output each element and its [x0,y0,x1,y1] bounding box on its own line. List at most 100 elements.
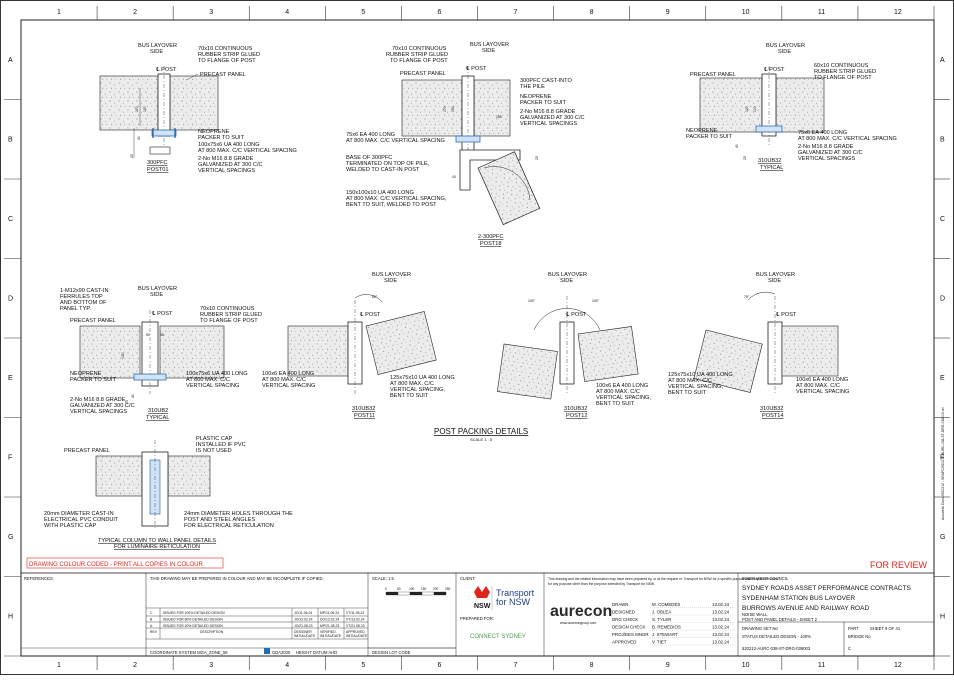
svg-text:100: 100 [753,106,757,112]
revision-cell: MP/21.08.23 [320,624,339,628]
packing-scale: SCALE 1 : 5 [470,437,493,442]
council: INNER WEST COUNCIL [742,576,789,581]
svg-text:25: 25 [125,400,129,404]
references-label: REFERENCES: [24,576,54,581]
grid-col-4: 4 [285,662,289,669]
svg-text:www.aurecongroup.com: www.aurecongroup.com [560,621,597,625]
scalebar-tick: 150 [421,587,427,591]
svg-text:120: 120 [745,106,749,112]
signoff-date: 13.02.24 [712,617,730,622]
grid-col-5: 5 [361,9,365,16]
svg-text:PRECAST PANEL: PRECAST PANEL [690,72,736,78]
scalebar-tick: 50 [397,587,401,591]
sheet-number: SHEET 9 OF 41 [870,626,901,631]
svg-text:50: 50 [160,333,164,337]
grid-row-A: A [940,57,945,64]
revision-cell: JO/13.02.24 [294,618,313,622]
grid-col-9: 9 [666,662,670,669]
scalebar-tick: 0 [385,587,387,591]
svg-text:PRECAST PANEL: PRECAST PANEL [64,448,110,454]
grid-col-11: 11 [818,662,825,669]
revision-cell: VT/13.02.24 [346,618,365,622]
gda-label: GDA2020 [272,650,291,655]
grid-col-1: 1 [57,662,61,669]
revision-cell: C [150,611,153,615]
status: STATUS DETAILED DESIGN - 100% [742,634,811,639]
signoff-role: DESIGN CHECK [612,625,645,630]
grid-row-A: A [8,57,13,64]
revision-cell: VT/21.08.23 [346,624,365,628]
svg-text:310UB32: 310UB32 [564,406,587,412]
grid-row-C: C [8,216,13,223]
client-label: CLIENT: [460,576,476,581]
scalebar-tick: 200 [433,587,439,591]
svg-text:TYPICAL: TYPICAL [760,165,783,171]
svg-text:POST14: POST14 [762,413,783,419]
svg-text:℄ POST: ℄ POST [465,66,487,72]
grid-col-8: 8 [590,9,594,16]
height-datum: HEIGHT DATUM AHD [296,650,337,655]
svg-text:150: 150 [451,106,455,112]
grid-row-E: E [8,375,13,382]
revision-header: DESCRIPTION [200,630,224,634]
title-block: REFERENCES: THIS DRAWING MAY BE PREPARED… [20,572,935,657]
revision-cell: B [150,618,153,622]
grid-col-7: 7 [514,9,518,16]
revision-cell: ISSUED FOR 80% DETAILED DESIGN [163,618,223,622]
revision-cell: ISSUED FOR 100% DETAILED DESIGN [163,611,225,615]
grid-col-12: 12 [894,9,902,16]
svg-text:310UB32: 310UB32 [760,406,783,412]
signoff-date: 13.02.24 [712,640,730,645]
scalebar-tick: 250 [445,587,451,591]
svg-text:40: 40 [452,175,456,179]
svg-text:40: 40 [137,136,141,140]
bridge-number: BRIDGE No [848,634,871,639]
grid-col-11: 11 [818,9,825,16]
svg-text:℄ POST: ℄ POST [151,311,173,317]
revision-cell: MP/11.06.24 [320,611,339,615]
svg-text:80°: 80° [372,295,378,299]
colour-coded-note: DRAWING COLOUR CODED - PRINT ALL COPIES … [29,562,203,568]
grid-col-6: 6 [437,662,441,669]
signoff-date: 13.02.24 [712,610,730,615]
grid-row-B: B [940,136,945,143]
signoff-date: 13.02.24 [712,625,730,630]
subject-1: NOISE WALL [742,612,768,617]
svg-text:25: 25 [535,156,539,160]
signoff-name: M. COMEDES [652,602,680,607]
grid-row-B: B [8,136,13,143]
signoff-role: DRAWN [612,602,628,607]
grid-col-6: 6 [437,9,441,16]
legal-disclaimer: This drawing and the related information… [548,577,778,581]
svg-text:310UB32: 310UB32 [352,406,375,412]
svg-text:300PFC: 300PFC [147,160,168,166]
svg-text:170: 170 [443,106,447,112]
svg-text:PRECAST PANEL: PRECAST PANEL [400,71,446,77]
grid-col-7: 7 [514,662,518,669]
packing-title: POST PACKING DETAILS [434,427,528,436]
coordinate-system: COORDINATE SYSTEM MGA_ZONE_56 [150,650,228,655]
grid-row-C: C [940,216,945,223]
revision-cell: JO/21.08.23 [294,624,313,628]
